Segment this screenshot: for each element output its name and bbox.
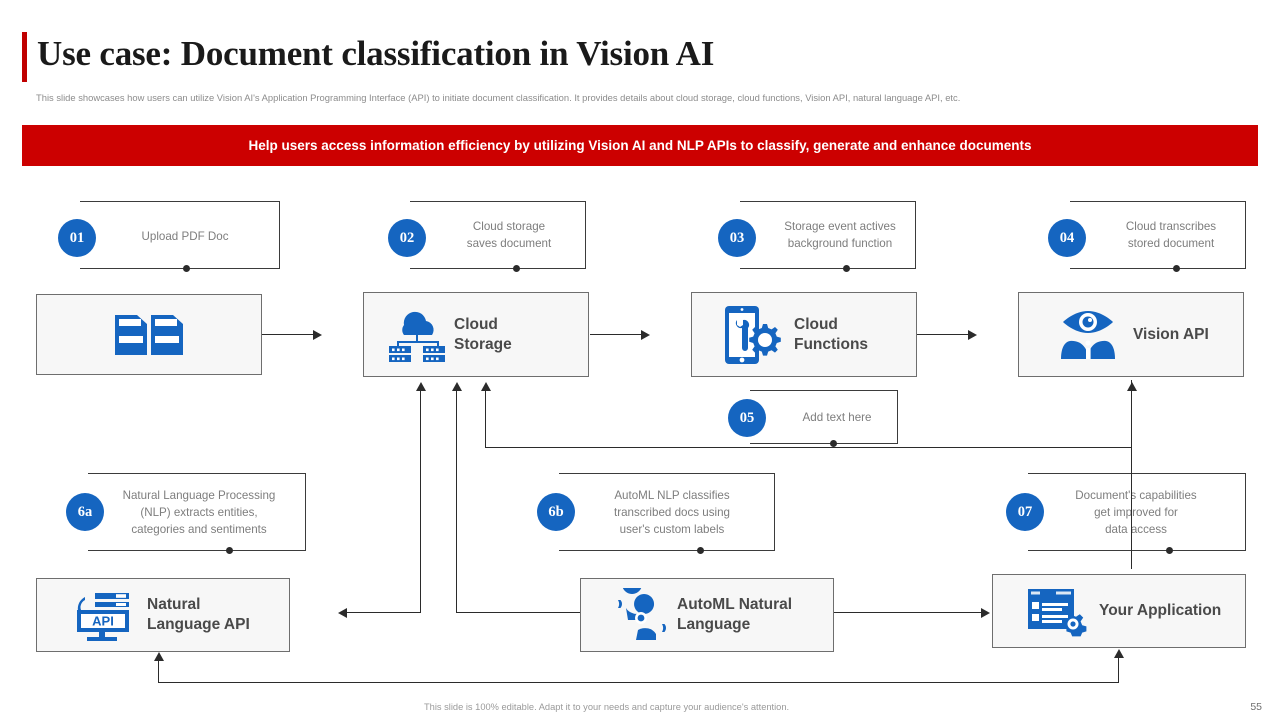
connector-vision-to-storage-horizontal [485,447,1132,449]
arrow-automl-to-app [981,608,990,618]
key-message-banner: Help users access information efficiency… [22,125,1258,166]
callout-text: AutoML NLP classifies transcribed docs u… [614,489,730,536]
connector-app-down [1118,655,1120,683]
callout-dot [1173,265,1180,272]
callout-badge: 02 [388,219,426,257]
title-accent-bar [22,32,27,82]
cloud-storage-icon [380,307,454,363]
process-box-cloud-functions[interactable]: Cloud Functions [691,292,917,377]
vision-eye-icon [1043,307,1133,363]
callout-frame [1070,201,1246,269]
arrow-up-to-storage [481,382,491,391]
connector-up-to-storage [485,390,487,448]
process-box-vision-api[interactable]: Vision API [1018,292,1244,377]
arrow-automl-up-to-storage [452,382,462,391]
callout-dot [226,547,233,554]
process-box-label: Cloud Storage [454,315,512,353]
connector-automl-left [456,612,580,614]
callout-dot [830,440,837,447]
connector-functions-to-vision [917,334,969,336]
callout-badge: 07 [1006,493,1044,531]
arrow-loop-up-to-nl-api [154,652,164,661]
connector-docs-to-storage [262,334,314,336]
callout-frame [88,473,306,551]
api-monitor-icon: API [59,587,147,643]
process-box-documents[interactable] [36,294,262,375]
callout-frame [80,201,280,269]
callout-text: Natural Language Processing (NLP) extrac… [122,489,276,536]
connector-bottom-loop [158,682,1119,684]
callout-badge: 03 [718,219,756,257]
automl-speech-icon [607,588,677,642]
process-box-cloud-storage[interactable]: Cloud Storage [363,292,589,377]
connector-automl-to-app [834,612,982,614]
page-title: Use case: Document classification in Vis… [37,34,715,73]
callout-frame [559,473,775,551]
cloud-functions-icon [710,304,794,366]
callout-dot [843,265,850,272]
callout-frame [740,201,916,269]
arrow-app-bottom-up [1114,649,1124,658]
callout-badge: 6a [66,493,104,531]
callout-badge: 04 [1048,219,1086,257]
arrow-docs-to-storage [313,330,322,340]
callout-badge: 01 [58,219,96,257]
callout-dot [183,265,190,272]
callout-frame [750,390,898,444]
callout-frame [410,201,586,269]
callout-text: Upload PDF Doc [141,230,229,243]
arrow-nl-api-up-to-storage [416,382,426,391]
callout-frame [1028,473,1246,551]
callout-text: Add text here [802,411,872,424]
page-number: 55 [1250,701,1262,713]
arrow-storage-to-functions [641,330,650,340]
process-box-natural-language-api[interactable]: API Natural Language API [36,578,290,652]
svg-text:API: API [92,614,114,629]
process-box-label: Natural Language API [147,596,250,633]
process-box-label: Vision API [1133,325,1209,343]
page-subtitle: This slide showcases how users can utili… [36,92,961,103]
process-box-label: Your Application [1099,602,1222,619]
process-box-label: AutoML Natural Language [677,596,793,633]
callout-text: Cloud storage saves document [466,220,552,250]
callout-dot [697,547,704,554]
callout-dot [513,265,520,272]
process-box-label: Cloud Functions [794,315,869,353]
arrow-vision-up [1127,382,1137,391]
connector-loop-up-to-nl-api [158,660,160,683]
application-window-gear-icon [1013,585,1099,637]
connector-vision-down [1131,380,1133,448]
process-box-automl-natural-language[interactable]: AutoML Natural Language [580,578,834,652]
callout-dot [1166,547,1173,554]
connector-automl-up [456,390,458,612]
callout-badge: 05 [728,399,766,437]
callout-text: Document's capabilities get improved for… [1075,489,1197,536]
banner-text: Help users access information efficiency… [248,138,1032,153]
arrow-functions-to-vision [968,330,977,340]
connector-nl-api-up [420,390,422,612]
connector-nl-api-left [345,612,421,614]
footer-note: This slide is 100% editable. Adapt it to… [424,702,790,712]
callout-text: Storage event actives background functio… [784,220,896,250]
callout-text: Cloud transcribes stored document [1125,220,1217,250]
connector-storage-to-functions [590,334,642,336]
two-documents-icon [113,313,185,357]
arrow-to-nl-api [338,608,347,618]
callout-badge: 6b [537,493,575,531]
process-box-your-application[interactable]: Your Application [992,574,1246,648]
connector-vision-to-app [1131,447,1133,569]
